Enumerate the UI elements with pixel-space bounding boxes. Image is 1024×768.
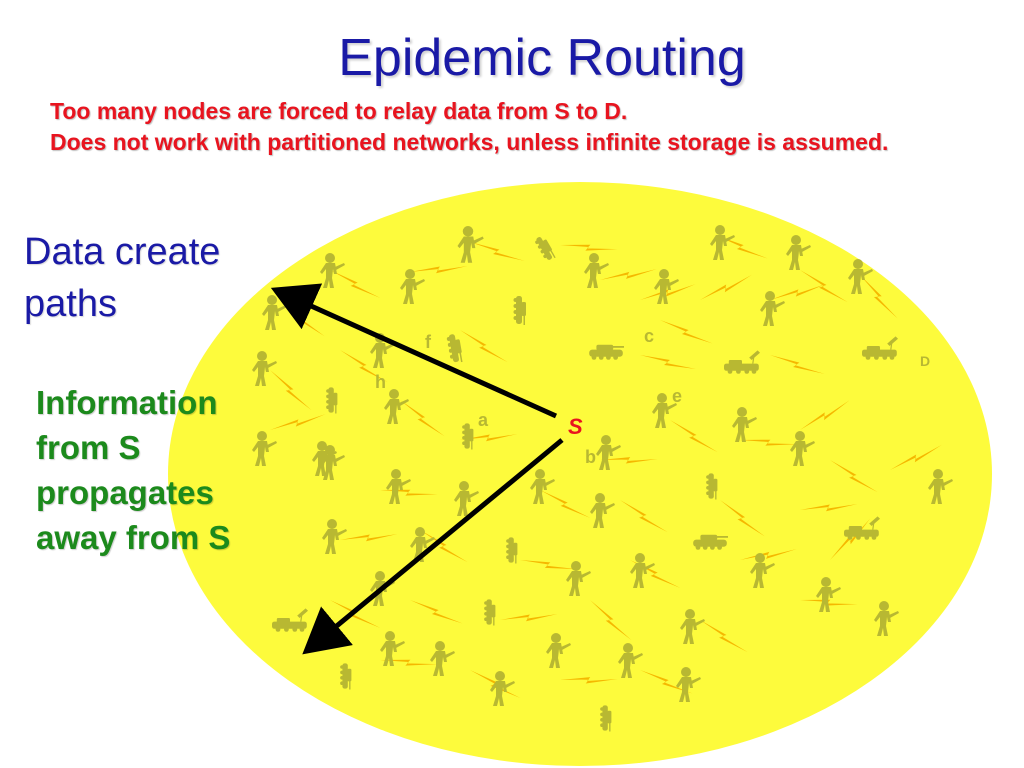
source-label: S xyxy=(568,414,583,439)
node-label-e: e xyxy=(672,386,682,406)
label-line: Information xyxy=(36,384,218,421)
information-propagates-label: Information from S propagates away from … xyxy=(36,380,296,560)
bullet-list: Too many nodes are forced to relay data … xyxy=(50,96,980,158)
arrow-icon xyxy=(270,283,558,419)
label-line: away from S xyxy=(36,519,231,556)
node-label-f: f xyxy=(425,332,432,352)
slide-title: Epidemic Routing xyxy=(338,29,746,87)
node-label-b: b xyxy=(585,447,596,467)
label-line: Data create xyxy=(24,231,221,273)
node-label-a: a xyxy=(478,410,489,430)
arrow-icon xyxy=(302,438,564,655)
label-line: from S xyxy=(36,429,141,466)
bullet-2: Does not work with partitioned networks,… xyxy=(50,129,889,155)
label-line: paths xyxy=(24,283,117,325)
label-line: propagates xyxy=(36,474,214,511)
network-area xyxy=(168,182,992,766)
node-label-h: h xyxy=(375,372,386,392)
node-label-c: c xyxy=(644,326,654,346)
data-create-paths-label: Data create paths xyxy=(24,226,284,330)
bullet-1: Too many nodes are forced to relay data … xyxy=(50,98,628,124)
node-label-d: D xyxy=(920,353,930,369)
